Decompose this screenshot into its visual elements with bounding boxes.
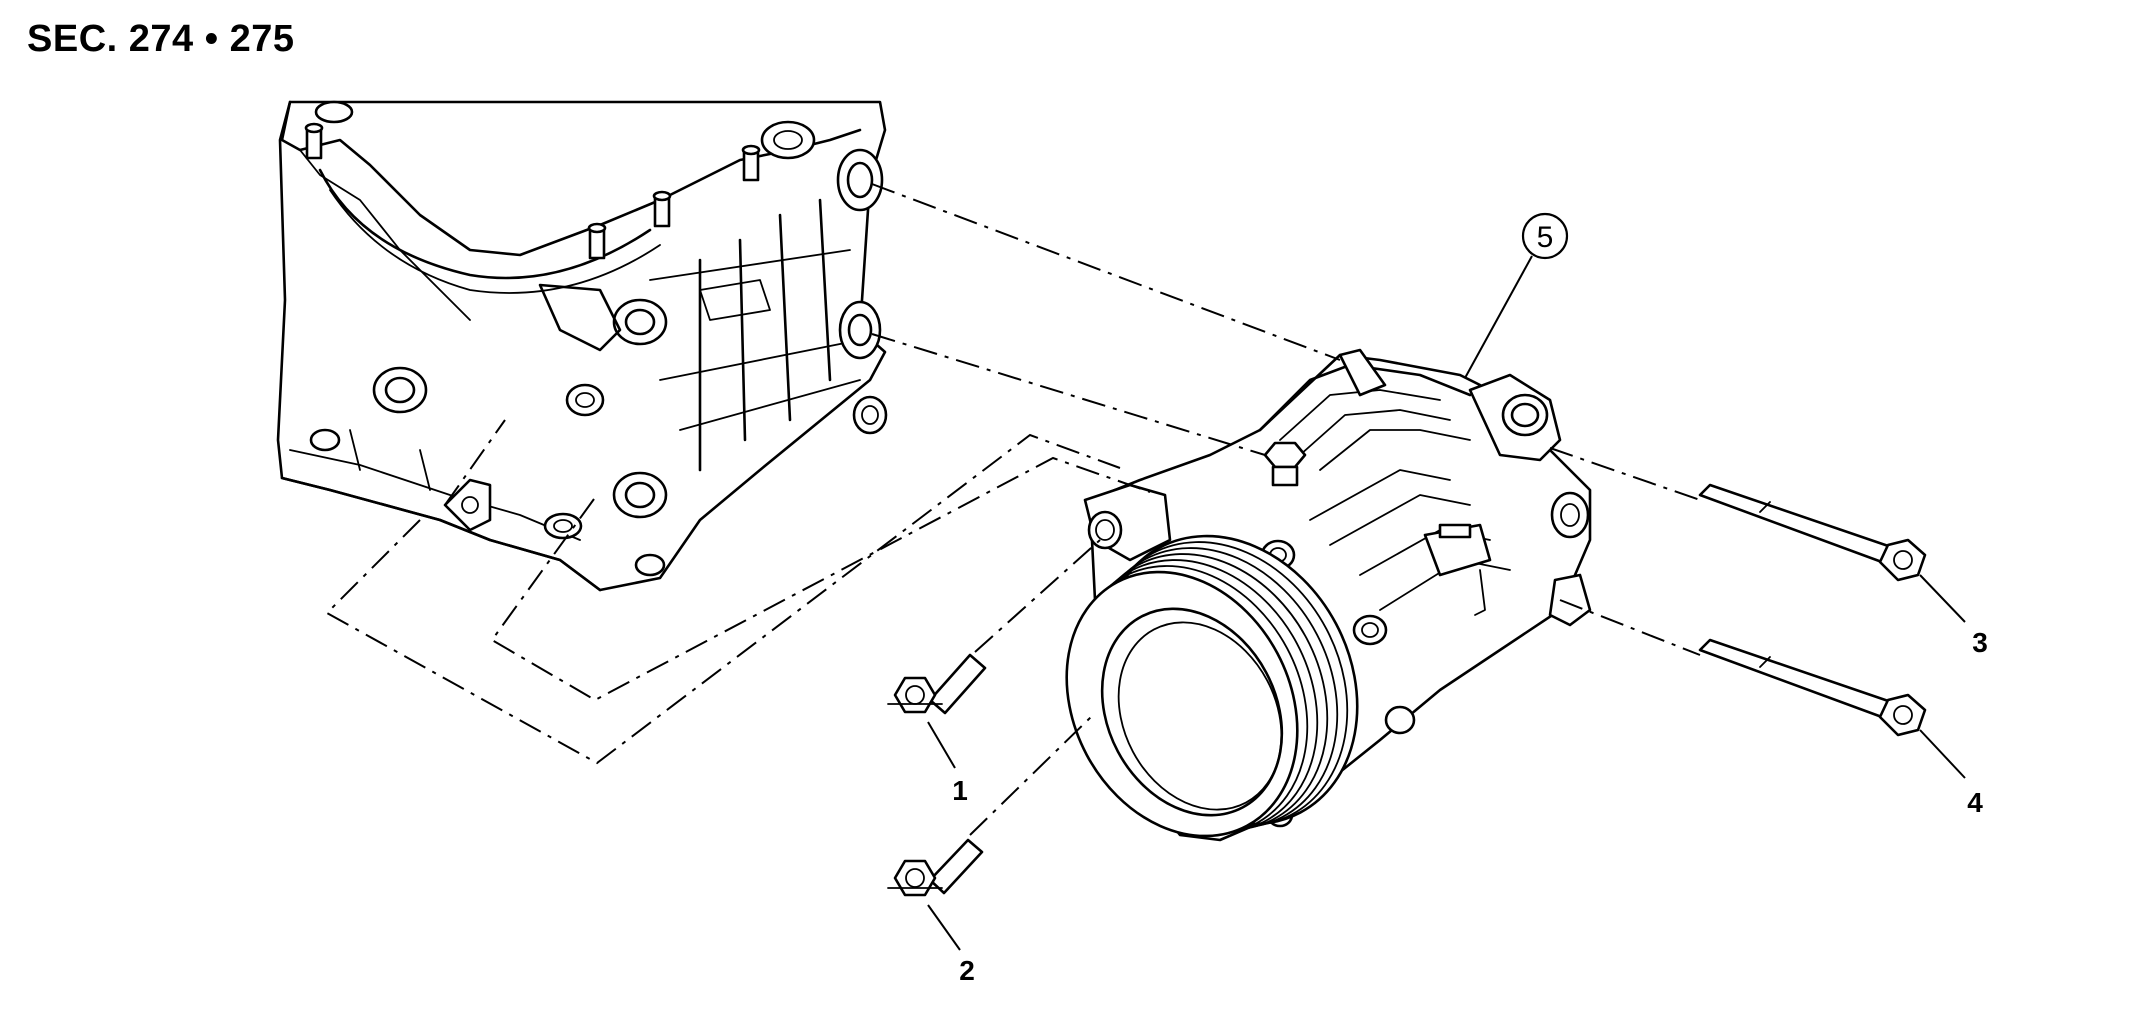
bolt-1 [887, 653, 987, 715]
bolt-4 [1698, 638, 1927, 737]
stud [587, 222, 607, 260]
callout-3-label: 3 [1972, 627, 1988, 658]
mount-boss [372, 366, 428, 414]
callout-5: 5 [1464, 212, 1569, 379]
callout-4: 4 [1919, 729, 1983, 818]
callout-4-label: 4 [1967, 787, 1983, 818]
compressor [1065, 348, 1592, 842]
mount-boss [838, 300, 882, 360]
electrical-connector [1423, 523, 1492, 616]
callout-1-label: 1 [952, 775, 968, 806]
section-title: SEC. 274 • 275 [27, 18, 295, 60]
callout-2-label: 2 [959, 955, 975, 986]
assembly-lines [325, 183, 1701, 836]
bolt-2 [887, 838, 984, 897]
top-nut [1263, 441, 1307, 487]
engine-block [276, 100, 888, 592]
mount-boss [836, 148, 884, 212]
stud [652, 190, 672, 228]
pulley [1065, 534, 1359, 838]
mount-boss [852, 395, 888, 435]
mount-boss [612, 471, 668, 519]
stud [741, 144, 761, 182]
callout-3: 3 [1919, 574, 1988, 658]
stud [304, 122, 324, 160]
mount-boss [565, 383, 605, 417]
mount-boss [612, 298, 668, 346]
callout-5-label: 5 [1537, 221, 1554, 254]
bolt-3 [1698, 483, 1927, 582]
callout-2: 2 [927, 904, 975, 986]
callout-1: 1 [927, 721, 968, 806]
